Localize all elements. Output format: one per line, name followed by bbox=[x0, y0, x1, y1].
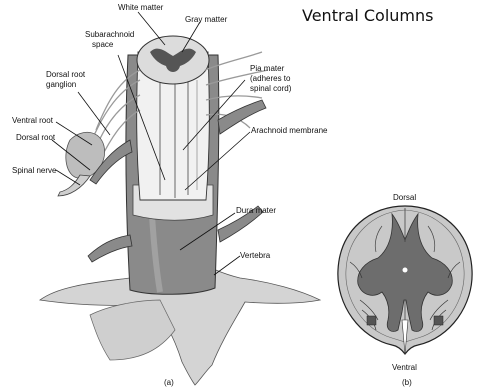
label-subarachnoid-2: space bbox=[92, 40, 114, 49]
label-spinal-nerve: Spinal nerve bbox=[12, 166, 57, 175]
label-dura-mater: Dura mater bbox=[236, 206, 276, 215]
spinal-cord-cross-section bbox=[338, 206, 472, 354]
label-ventral-root: Ventral root bbox=[12, 116, 54, 125]
label-ventral: Ventral bbox=[392, 363, 417, 372]
caption-b: (b) bbox=[402, 378, 412, 387]
label-vertebra: Vertebra bbox=[240, 251, 271, 260]
label-pia-3: spinal cord) bbox=[250, 84, 292, 93]
label-subarachnoid-1: Subarachnoid bbox=[85, 30, 134, 39]
label-pia-1: Pia mater bbox=[250, 64, 285, 73]
label-pia-2: (adheres to bbox=[250, 74, 291, 83]
label-drg-1: Dorsal root bbox=[46, 70, 86, 79]
label-gray-matter: Gray matter bbox=[185, 15, 228, 24]
spinal-nerve-left bbox=[58, 175, 90, 196]
label-drg-2: ganglion bbox=[46, 80, 76, 89]
label-dorsal-root: Dorsal root bbox=[16, 133, 56, 142]
caption-a: (a) bbox=[164, 378, 174, 387]
label-dorsal: Dorsal bbox=[393, 193, 416, 202]
label-arachnoid: Arachnoid membrane bbox=[251, 126, 328, 135]
label-white-matter: White matter bbox=[118, 3, 164, 12]
